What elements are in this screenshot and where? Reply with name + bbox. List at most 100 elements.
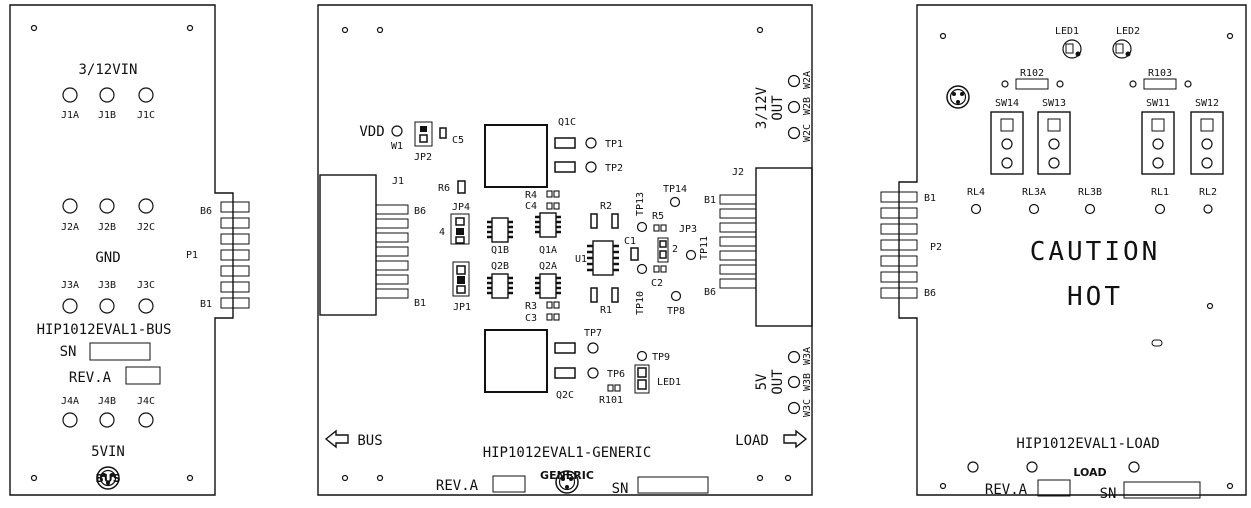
load-sn-box (1123, 481, 1201, 499)
out-bot-label-line1: 5V (754, 373, 770, 390)
rl3a-label: RL3A (1022, 187, 1046, 198)
rl4-label: RL4 (967, 187, 985, 198)
load-board-outline (898, 4, 1247, 496)
svg-text:4: 4 (439, 227, 445, 238)
generic-rev-label: REV.A (436, 478, 479, 494)
bus-sn-box (89, 342, 151, 361)
load-board-name: HIP1012EVAL1-LOAD (1016, 436, 1159, 452)
w3c-label: W3C (802, 399, 813, 417)
load-led1-label: LED1 (1055, 26, 1079, 37)
c2-label: C2 (651, 278, 663, 289)
generic-sn-box (637, 476, 709, 494)
r103-label: R103 (1148, 68, 1172, 79)
hot-label: HOT (1067, 282, 1123, 312)
load-led2-label: LED2 (1116, 26, 1140, 37)
c1-label: C1 (624, 236, 636, 247)
generic-logo-text: GENERIC (540, 469, 594, 482)
jp2-label: JP2 (414, 152, 432, 163)
bus-board-outline (9, 4, 234, 496)
r5-label: R5 (652, 211, 664, 222)
q2a-label: Q2A (539, 261, 557, 272)
bus-arrow-icon (324, 429, 349, 449)
bus-sn-label: SN (60, 344, 77, 360)
load-edge-b6-label: B6 (924, 288, 936, 299)
w2a-label: W2A (802, 71, 813, 89)
bus-edge-b1-label: B1 (200, 299, 212, 310)
bus-logo-text: BUS (95, 472, 120, 485)
load-rev-label: REV.A (985, 482, 1028, 498)
bus-edge-b6-label: B6 (200, 206, 212, 217)
bus-board: 3/12VIN J1A J1B J1C J2A J2B J2C GND J3A … (9, 4, 250, 496)
tp14-label: TP14 (663, 184, 687, 195)
j1-connector (319, 174, 377, 316)
load-edge-connector (880, 191, 918, 299)
bus-rev-box (125, 366, 161, 385)
r6-label: R6 (438, 183, 450, 194)
j1-b6-label: B6 (414, 206, 426, 217)
rl2-label: RL2 (1199, 187, 1217, 198)
load-edge-b1-label: B1 (924, 193, 936, 204)
c4-label: C4 (525, 201, 537, 212)
w3a-label: W3A (802, 347, 813, 365)
load-arrow-icon (783, 429, 808, 449)
rl3b-label: RL3B (1078, 187, 1102, 198)
out-top-label-line2: OUT (770, 95, 786, 121)
jack-j1b-label: J1B (98, 110, 116, 121)
generic-sn-label: SN (612, 481, 629, 497)
q1a-label: Q1A (539, 245, 557, 256)
q1c-label: Q1C (558, 117, 576, 128)
w2b-label: W2B (802, 97, 813, 115)
q2c-label: Q2C (556, 390, 574, 401)
j2-fingers (719, 194, 757, 289)
load-board: LED1 LED2 R102 R103 SW14 SW13 (880, 4, 1247, 502)
rl1-label: RL1 (1151, 187, 1169, 198)
tp11-label: TP11 (699, 236, 710, 260)
tp8-label: TP8 (667, 306, 685, 317)
tp1-label: TP1 (605, 139, 623, 150)
w2c-label: W2C (802, 124, 813, 142)
j2-b1-label: B1 (704, 195, 716, 206)
load-sn-label: SN (1100, 486, 1117, 502)
load-edge-p2-label: P2 (930, 242, 942, 253)
bus-gnd-label: GND (95, 250, 120, 266)
jack-j2a-label: J2A (61, 222, 79, 233)
r1-label: R1 (600, 305, 612, 316)
c5-label: C5 (452, 135, 464, 146)
bus-edge-connector (220, 201, 250, 309)
generic-board-outline (317, 4, 813, 496)
c3-label: C3 (525, 313, 537, 324)
bus-input-top-label: 3/12VIN (78, 62, 137, 78)
r3-label: R3 (525, 301, 537, 312)
tp10-label: TP10 (635, 291, 646, 315)
jack-j4a-label: J4A (61, 396, 79, 407)
jack-j3a-label: J3A (61, 280, 79, 291)
bus-jack-row-1: J1A J1B J1C (61, 87, 155, 121)
tp9-label: TP9 (652, 352, 670, 363)
sw12-label: SW12 (1195, 98, 1219, 109)
j1-b1-label: B1 (414, 298, 426, 309)
load-switch-group: SW14 SW13 SW11 SW12 (990, 98, 1224, 175)
r101-label: R101 (599, 395, 623, 406)
r2-label: R2 (600, 201, 612, 212)
q2b-label: Q2B (491, 261, 509, 272)
jp1-label: JP1 (453, 302, 471, 313)
bus-jack-row-3: J3A J3B J3C (61, 280, 155, 314)
bus-edge-p1-label: P1 (186, 250, 198, 261)
jack-j4b-label: J4B (98, 396, 116, 407)
j1-fingers (375, 204, 409, 299)
tp6-label: TP6 (607, 369, 625, 380)
jack-j3b-label: J3B (98, 280, 116, 291)
tp13-label: TP13 (635, 192, 646, 216)
jack-j1a-label: J1A (61, 110, 79, 121)
generic-rev-box (492, 475, 526, 493)
sw11-label: SW11 (1146, 98, 1170, 109)
jack-j3c-label: J3C (137, 280, 155, 291)
out-bot-label-line2: OUT (770, 369, 786, 395)
bus-board-name: HIP1012EVAL1-BUS (37, 322, 172, 338)
jp4-label: JP4 (452, 202, 470, 213)
generic-board-name: HIP1012EVAL1-GENERIC (483, 445, 652, 461)
tp7-label: TP7 (584, 328, 602, 339)
load-rev-box (1037, 479, 1071, 497)
caution-label: CAUTION (1030, 237, 1161, 267)
